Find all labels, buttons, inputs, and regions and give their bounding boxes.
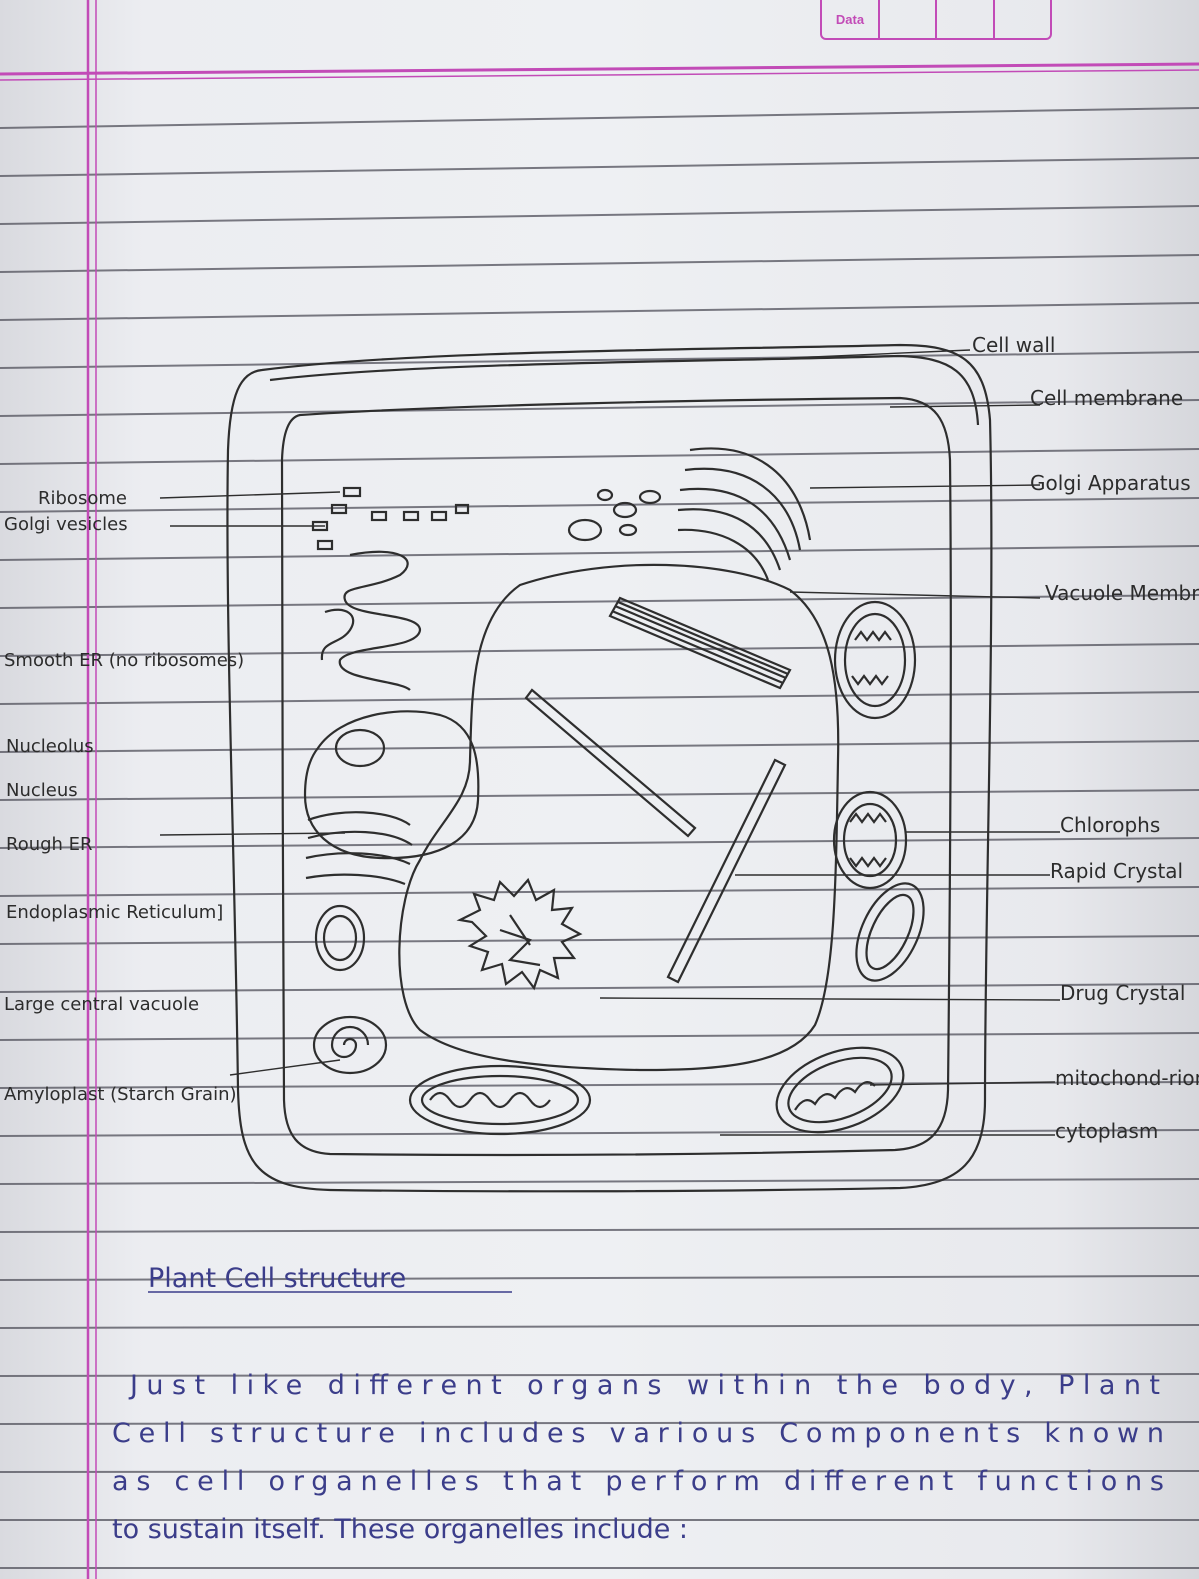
cell-drawing [227,345,991,1191]
label-nucleus: Nucleus [6,780,78,801]
leader-lines [160,350,1060,1135]
label-cell-membrane: Cell membrane [1030,386,1183,410]
smooth-er [340,552,420,690]
paragraph-line: Cell structure includes various Componen… [112,1418,1164,1449]
label-nucleolus: Nucleolus [6,736,94,757]
paragraph-line: to sustain itself. These organelles incl… [112,1514,688,1545]
right-labels: Cell wall Cell membrane Golgi Apparatus … [972,333,1199,1143]
rough-er [306,812,412,884]
label-smooth-er: Smooth ER (no ribosomes) [4,650,244,671]
label-cytoplasm: cytoplasm [1055,1119,1158,1143]
label-drug-crystal: Drug Crystal [1060,981,1185,1005]
left-labels: Ribosome Golgi vesicles Smooth ER (no ri… [4,488,244,1105]
vacuole-membrane [399,565,838,1070]
page-title: Plant Cell structure [148,1263,406,1294]
label-cell-wall: Cell wall [972,333,1055,357]
label-rapid-crystal: Rapid Crystal [1050,859,1183,883]
label-chloroplast: Chlorophs [1060,813,1160,837]
top-margin-line [0,64,1199,74]
label-golgi-vesicles: Golgi vesicles [4,514,128,535]
paragraph-line: as cell organelles that perform differen… [112,1466,1164,1497]
chloroplast [835,602,915,718]
label-vacuole-membrane: Vacuole Membrane [1045,581,1199,605]
label-amyloplast: Amyloplast (Starch Grain) [4,1084,237,1105]
label-mitochondrion: mitochond-rion [1055,1066,1199,1090]
chloroplast [843,873,938,991]
ruled-lines [0,108,1199,1568]
golgi-apparatus [678,448,810,580]
label-golgi: Golgi Apparatus [1030,471,1191,495]
druse-crystal [460,880,580,988]
amyloplast [314,1017,386,1073]
label-central-vacuole: Large central vacuole [4,994,199,1015]
notes-text: Plant Cell structure Just like different… [112,1263,1164,1545]
label-rough-er: Rough ER [6,834,93,855]
raphide-crystal [610,598,790,688]
label-ribosome: Ribosome [38,488,127,509]
label-endoplasmic-reticulum: Endoplasmic Reticulum] [6,902,223,923]
